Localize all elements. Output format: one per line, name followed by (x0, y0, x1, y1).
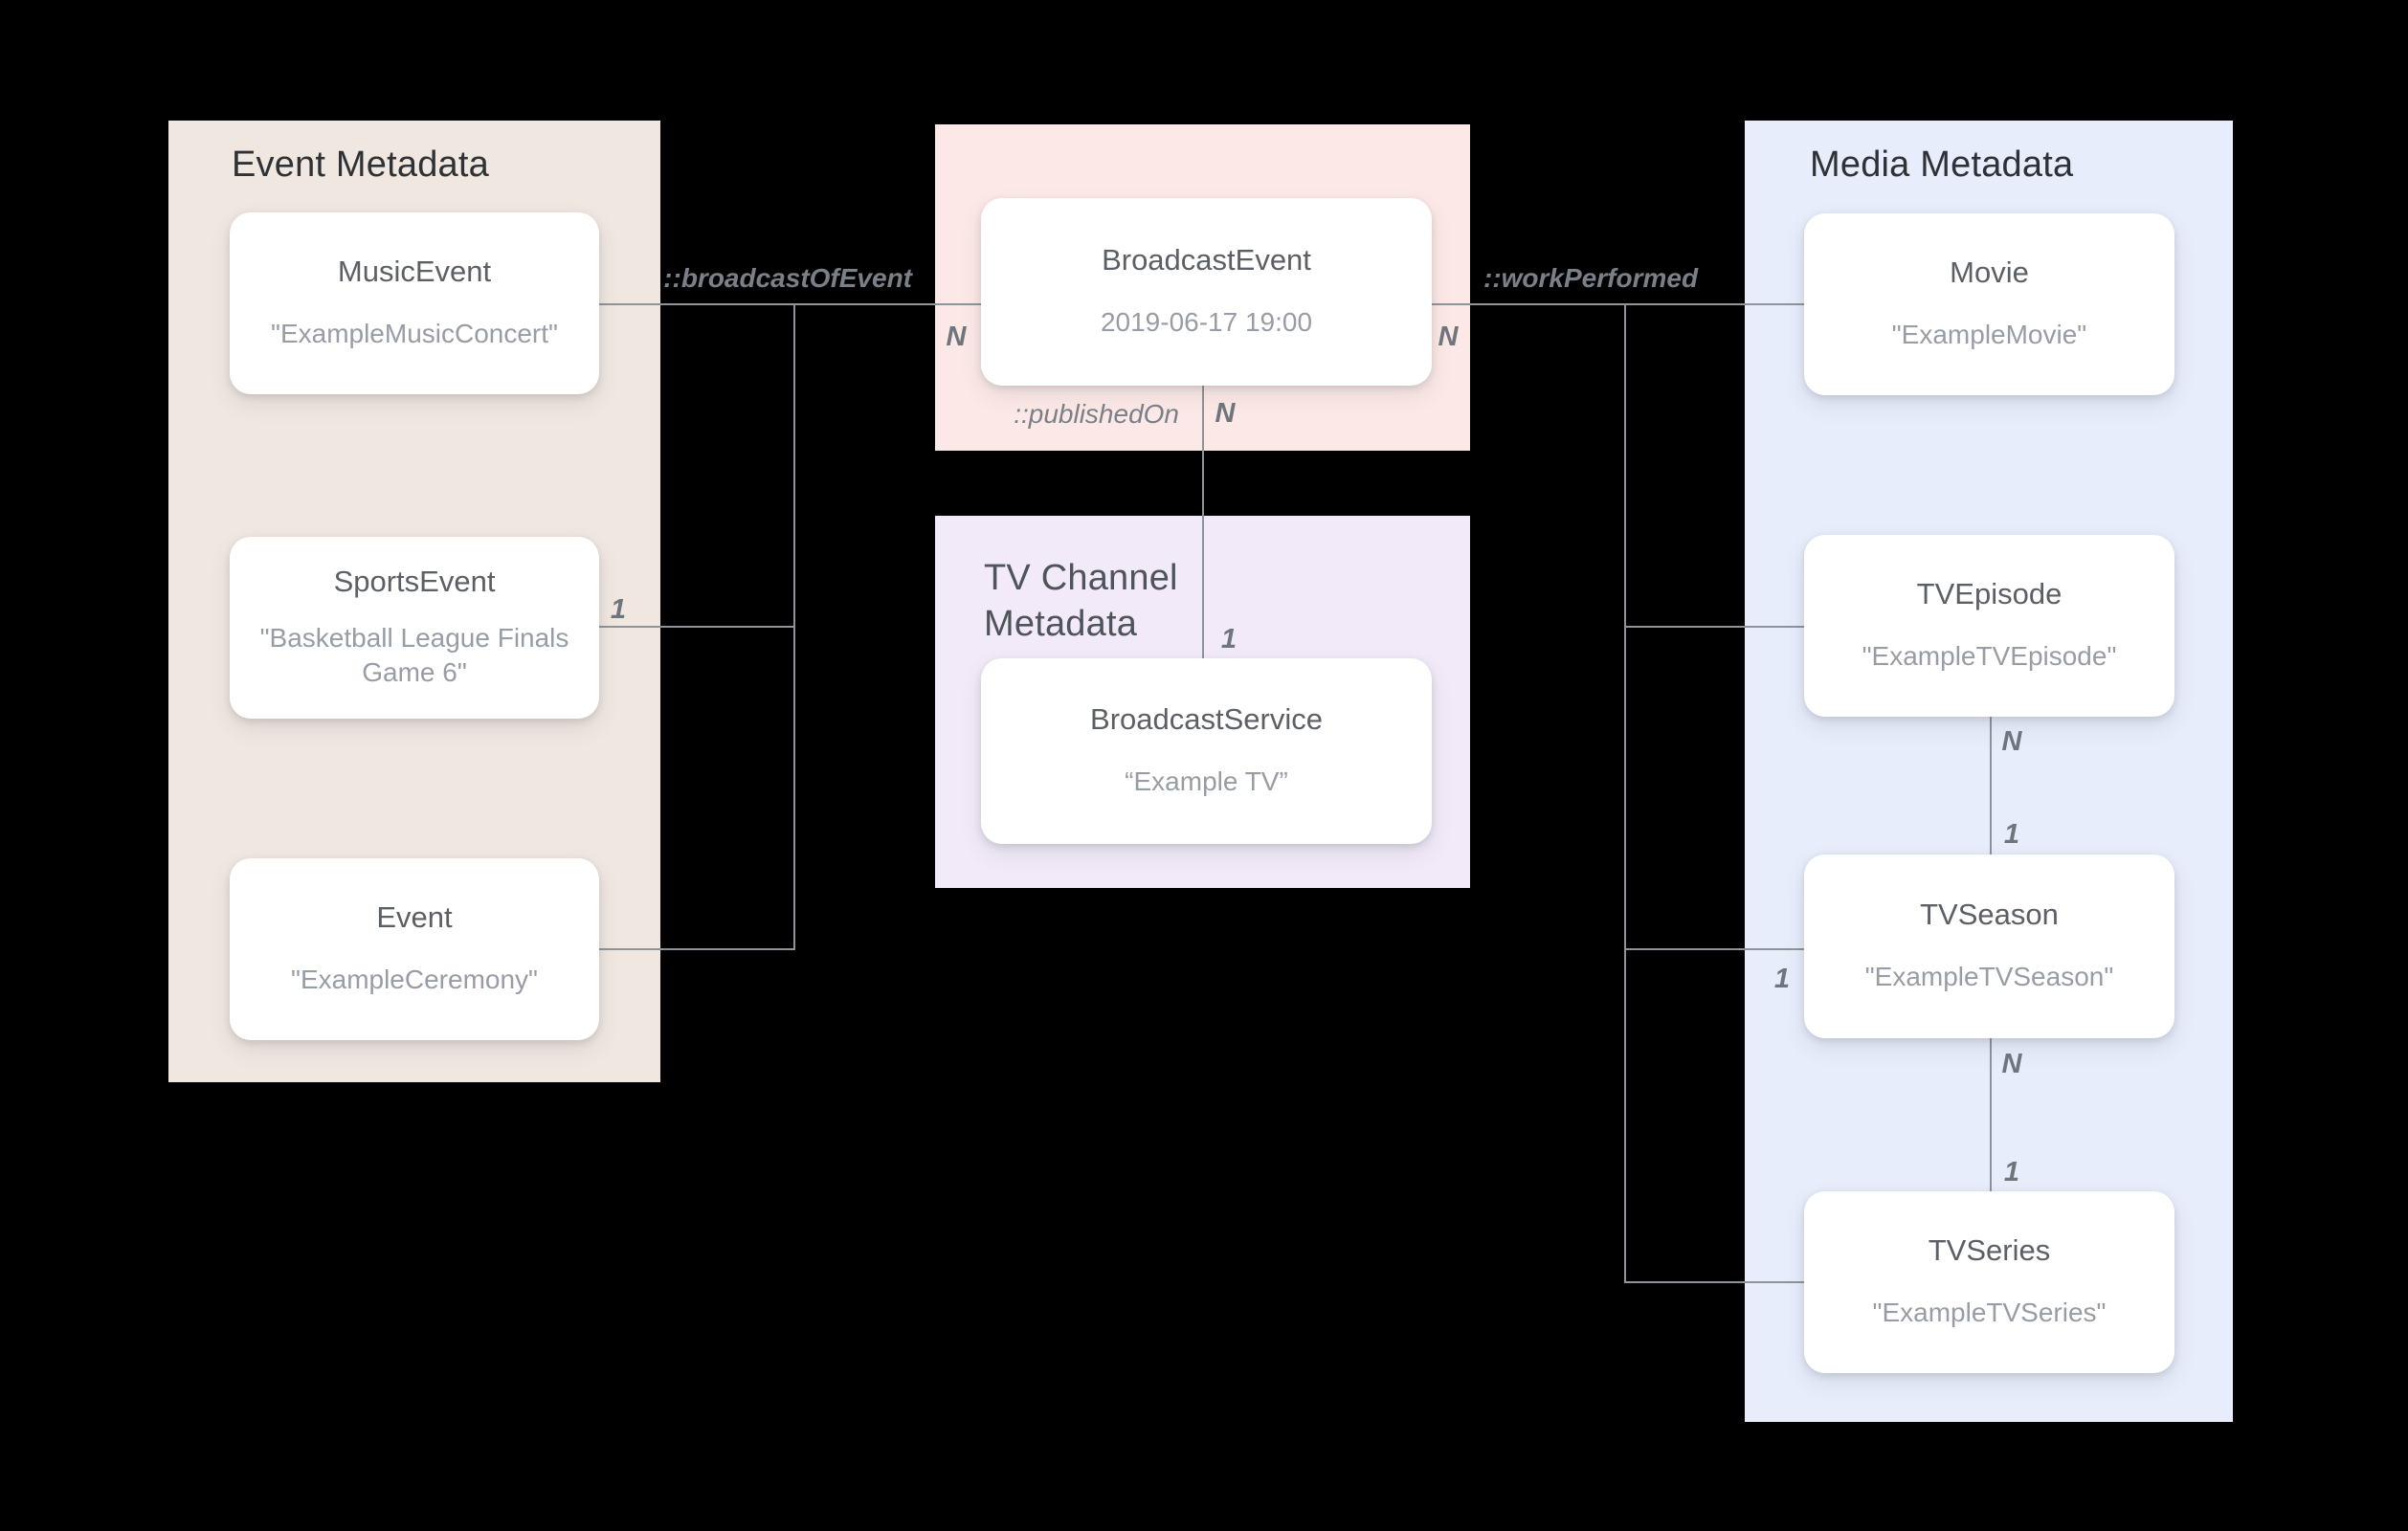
cardinality-sports-event-1: 1 (610, 594, 627, 625)
node-subtitle: "ExampleTVEpisode" (1862, 641, 2117, 671)
edge-label-work-performed: ::workPerformed (1483, 263, 1699, 293)
node-movie: Movie "ExampleMovie" (1804, 213, 2174, 395)
event-metadata-title: Event Metadata (232, 144, 489, 185)
node-title: BroadcastEvent (1102, 243, 1311, 277)
node-event: Event "ExampleCeremony" (230, 858, 599, 1040)
edge-broadcastevent-to-movie (1432, 303, 1804, 305)
cardinality-published-on-n: N (1215, 398, 1236, 429)
node-tv-episode: TVEpisode "ExampleTVEpisode" (1804, 535, 2174, 717)
edge-tvepisode-branch (1624, 626, 1804, 628)
node-subtitle: "ExampleMusicConcert" (271, 319, 558, 348)
tv-channel-title-line2: Metadata (984, 604, 1138, 644)
edge-label-broadcast-of-event: ::broadcastOfEvent (663, 263, 912, 293)
edge-publishedon-vertical (1202, 386, 1204, 658)
cardinality-tv-episode-n: N (2001, 726, 2022, 757)
node-tv-series: TVSeries "ExampleTVSeries" (1804, 1191, 2174, 1373)
node-title: SportsEvent (333, 565, 496, 598)
tv-channel-title-line1: TV Channel (984, 558, 1178, 598)
cardinality-work-performed-n: N (1438, 322, 1459, 352)
edge-label-published-on: ::publishedOn (1014, 399, 1179, 429)
node-title: Movie (1950, 255, 2029, 289)
cardinality-tv-season-series-1: 1 (2003, 1157, 2020, 1187)
cardinality-broadcast-event-left-n: N (946, 322, 967, 352)
node-subtitle: "Basketball League Finals Game 6" (259, 623, 569, 687)
cardinality-broadcast-service-1: 1 (1220, 624, 1237, 655)
node-subtitle: "ExampleMovie" (1891, 320, 2087, 349)
node-title: MusicEvent (337, 255, 492, 288)
node-tv-season: TVSeason "ExampleTVSeason" (1804, 854, 2174, 1038)
node-subtitle: "ExampleCeremony" (291, 965, 538, 994)
node-subtitle: "ExampleTVSeries" (1872, 1298, 2107, 1327)
node-broadcast-service: BroadcastService “Example TV” (981, 658, 1432, 844)
edge-musicevent-to-broadcastevent (599, 303, 981, 305)
node-title: BroadcastService (1090, 702, 1323, 736)
edge-season-to-series (1990, 1038, 1992, 1191)
media-metadata-title: Media Metadata (1810, 144, 2074, 185)
node-sports-event: SportsEvent "Basketball League Finals Ga… (230, 537, 599, 719)
node-subtitle: “Example TV” (1125, 766, 1288, 796)
node-broadcast-event: BroadcastEvent 2019-06-17 19:00 (981, 198, 1432, 386)
cardinality-tv-season-n: N (2001, 1049, 2022, 1079)
node-title: TVSeason (1920, 898, 2059, 931)
edge-sportsevent-branch (599, 626, 795, 628)
node-subtitle: "ExampleTVSeason" (1864, 962, 2114, 991)
node-title: TVEpisode (1916, 577, 2062, 610)
cardinality-tv-episode-season-1: 1 (2003, 819, 2020, 850)
cardinality-tv-season-left-1: 1 (1773, 964, 1791, 994)
tv-channel-metadata-title: TV Channel Metadata (984, 555, 1178, 647)
node-title: TVSeries (1928, 1233, 2051, 1267)
edge-episode-to-season (1990, 717, 1992, 854)
edge-tvseries-branch (1624, 1281, 1804, 1283)
edge-event-branch (599, 948, 795, 950)
node-title: Event (376, 900, 453, 934)
edge-tvseason-branch (1624, 948, 1804, 950)
edge-right-trunk (1624, 303, 1626, 1283)
node-music-event: MusicEvent "ExampleMusicConcert" (230, 212, 599, 394)
node-subtitle: 2019-06-17 19:00 (1100, 307, 1313, 337)
